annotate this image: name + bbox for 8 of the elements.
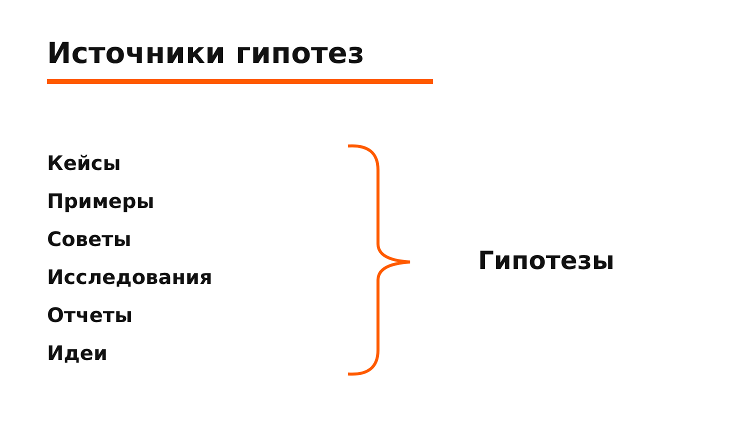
result-label: Гипотезы — [478, 246, 614, 275]
list-item: Отчеты — [47, 303, 133, 327]
list-item: Примеры — [47, 189, 154, 213]
list-item: Кейсы — [47, 151, 121, 175]
list-item: Идеи — [47, 341, 108, 365]
list-item: Исследования — [47, 265, 212, 289]
list-item: Советы — [47, 227, 132, 251]
title: Источники гипотез — [47, 36, 364, 70]
